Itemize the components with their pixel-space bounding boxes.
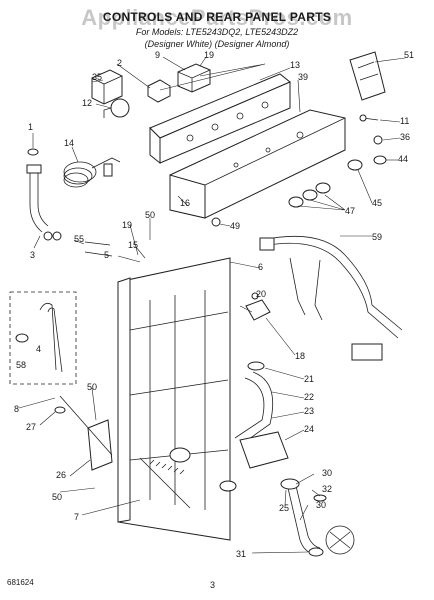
callout-2: 2 [117, 58, 122, 68]
control-switch-9 [177, 63, 211, 93]
callout-16: 16 [180, 198, 190, 208]
callout-55: 55 [74, 234, 84, 244]
clamp-31 [308, 547, 324, 557]
callout-30-upper: 30 [322, 468, 332, 478]
callout-14: 14 [64, 138, 74, 148]
clamp-21 [247, 361, 265, 371]
callout-4: 4 [36, 344, 41, 354]
callout-13: 13 [290, 60, 300, 70]
callout-8: 8 [14, 404, 19, 414]
drain-pump-30 [280, 478, 355, 555]
model-list: For Models: LTE5243DQ2, LTE5243DZ2 [135, 27, 299, 37]
callout-24: 24 [304, 424, 314, 434]
page-number: 3 [210, 580, 216, 590]
callout-45: 45 [372, 198, 382, 208]
washer-1 [27, 148, 39, 156]
color-list: (Designer White) (Designer Almond) [144, 39, 290, 49]
fill-hose-3 [26, 164, 49, 233]
leg-bracket-26 [87, 419, 113, 471]
timer-35 [91, 69, 123, 105]
callout-50-mid: 50 [87, 382, 97, 392]
callout-19: 19 [122, 220, 132, 230]
callout-5: 5 [104, 250, 109, 260]
button-knob-45 [347, 159, 363, 171]
callout-11: 11 [400, 116, 409, 126]
callout-30-lower: 30 [316, 500, 326, 510]
knobs-47 [288, 182, 331, 208]
clip-36 [373, 135, 383, 145]
grommet-44 [373, 155, 387, 165]
hose-clamp-27 [54, 406, 66, 414]
callout-26: 26 [56, 470, 66, 480]
rear-panel [117, 257, 231, 541]
callout-15: 15 [128, 240, 138, 250]
clamp-32 [313, 494, 327, 502]
callout-50-bottom: 50 [52, 492, 62, 502]
pump-nozzle-25 [219, 480, 237, 492]
callout-36: 36 [400, 132, 410, 142]
callout-44: 44 [398, 154, 408, 164]
callout-1: 1 [28, 122, 33, 132]
callout-39: 39 [298, 72, 308, 82]
callout-47: 47 [345, 206, 355, 216]
callout-22: 22 [304, 392, 314, 402]
valve-24 [239, 431, 289, 469]
callout-18: 18 [295, 351, 305, 361]
callout-32: 32 [322, 484, 332, 494]
callout-7: 7 [74, 512, 79, 522]
power-cord-14 [63, 157, 121, 188]
callout-27: 27 [26, 422, 36, 432]
control-faceplate [149, 73, 291, 165]
hose-22 [234, 371, 274, 445]
diagram-title: CONTROLS AND REAR PANEL PARTS [102, 10, 332, 24]
callout-25: 25 [279, 503, 289, 513]
callout-31: 31 [236, 549, 246, 559]
drain-hose-kit-box [9, 291, 77, 385]
callout-58: 58 [16, 360, 26, 370]
callout-19-top: 19 [204, 50, 214, 60]
callout-3: 3 [30, 250, 35, 260]
spring-7 [139, 457, 191, 509]
callout-59: 59 [372, 232, 382, 242]
screws-55 [84, 241, 113, 257]
document-code: 681624 [7, 578, 34, 587]
callout-20: 20 [256, 289, 266, 299]
clip-49 [211, 217, 221, 227]
switch-18 [245, 299, 271, 321]
washer-pair [43, 231, 62, 241]
rod-8 [59, 395, 113, 456]
wire-harness-59 [259, 235, 403, 361]
console-backsplash [169, 109, 346, 219]
callout-23: 23 [304, 406, 314, 416]
switch-2 [147, 79, 171, 103]
screw-11 [359, 114, 379, 122]
callout-50-top: 50 [145, 210, 155, 220]
callout-49: 49 [230, 221, 240, 231]
callout-9: 9 [155, 50, 160, 60]
callout-51: 51 [404, 50, 414, 60]
callout-21: 21 [304, 374, 314, 384]
callout-12: 12 [82, 98, 92, 108]
clip-20 [251, 292, 259, 300]
callout-35: 35 [92, 72, 102, 82]
callout-6: 6 [258, 262, 263, 272]
bracket-51 [349, 51, 386, 101]
